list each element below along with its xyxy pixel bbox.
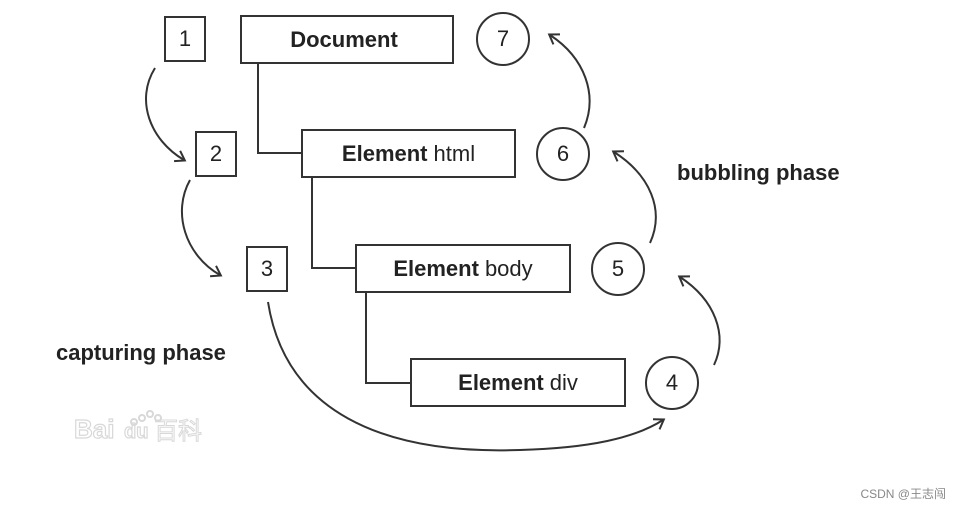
bubbling-phase-label: bubbling phase: [677, 160, 840, 185]
svg-text:Bai: Bai: [74, 414, 114, 444]
svg-text:du: du: [124, 421, 148, 443]
capture-step-3: 3: [246, 246, 288, 292]
svg-text:百科: 百科: [154, 417, 202, 445]
bubble-step-6: 6: [536, 127, 590, 181]
node-div-rest: div: [549, 369, 578, 395]
node-body-strong: Element: [393, 255, 479, 281]
bubble-step-7: 7: [476, 12, 530, 66]
tree-line-document-html: [257, 64, 302, 154]
node-element-html: Element html: [301, 129, 516, 178]
node-body-rest: body: [484, 255, 533, 281]
bubble-step-4: 4: [645, 356, 699, 410]
baidu-watermark-logo: Bai du 百科: [73, 410, 203, 446]
node-div-strong: Element: [458, 369, 544, 395]
bubble-arrow-4-5: [677, 275, 721, 366]
capture-arrow-2-3: [181, 179, 223, 278]
node-document-label: Document: [290, 26, 398, 52]
capture-step-2: 2: [195, 131, 237, 177]
node-document: Document: [240, 15, 454, 64]
capture-arrow-1-2: [145, 67, 187, 163]
capturing-phase-label: capturing phase: [56, 340, 226, 365]
tree-line-html-body: [311, 177, 356, 269]
bubble-arrow-5-6: [611, 150, 657, 244]
node-element-body: Element body: [355, 244, 571, 293]
bubble-step-5: 5: [591, 242, 645, 296]
node-html-rest: html: [433, 140, 476, 166]
csdn-watermark: CSDN @王志闯: [860, 487, 946, 501]
capture-arrow-3-4: [267, 301, 666, 452]
capture-step-1: 1: [164, 16, 206, 62]
node-html-strong: Element: [341, 140, 428, 166]
tree-line-body-div: [365, 292, 411, 384]
bubble-arrow-6-7: [547, 33, 591, 129]
node-element-div: Element div: [410, 358, 626, 407]
